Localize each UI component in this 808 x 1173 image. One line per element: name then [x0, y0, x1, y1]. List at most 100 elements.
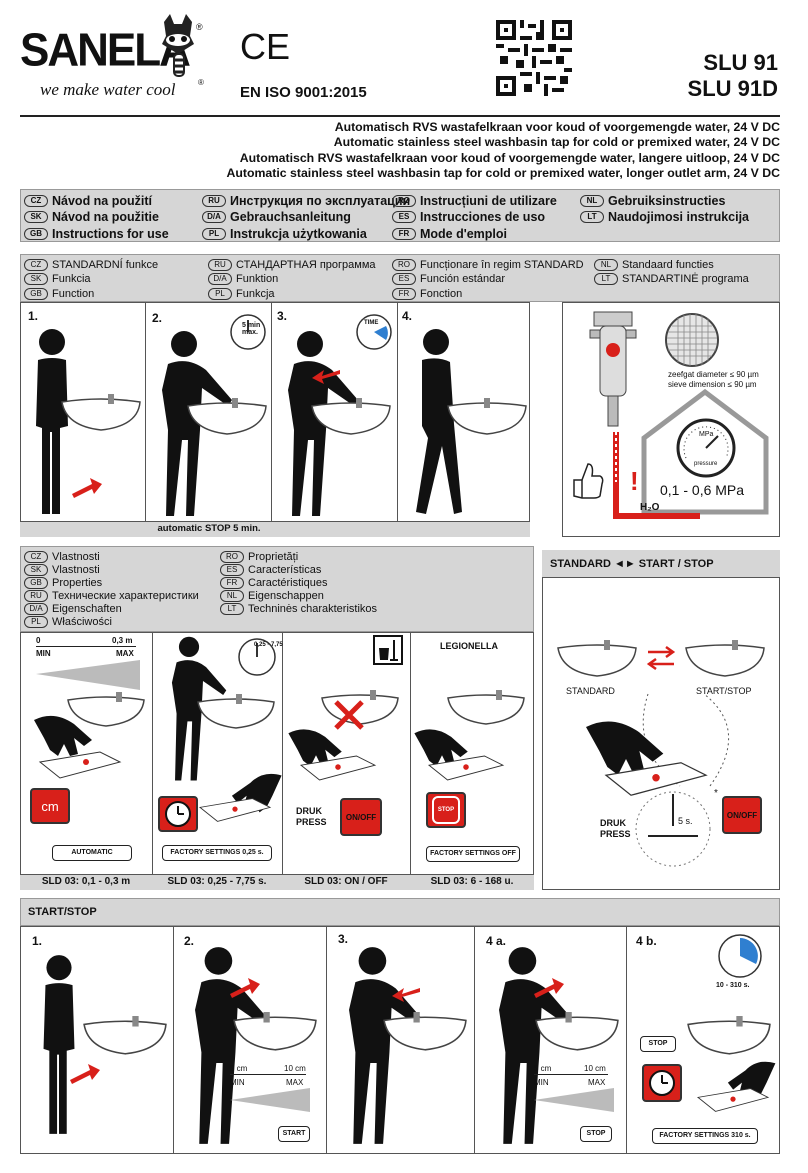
clock-icon	[649, 1070, 675, 1096]
timer-5min-label: 5 min max.	[242, 322, 261, 336]
properties-header-bar	[20, 546, 534, 632]
stop-button[interactable]: STOP	[426, 792, 466, 828]
language-text: Fonction	[420, 287, 463, 300]
factory-settings-025-button[interactable]: FACTORY SETTINGS 0,25 s.	[162, 845, 272, 861]
language-code-badge: NL	[220, 589, 244, 602]
language-code-badge: RO	[392, 258, 416, 271]
language-code-badge: RU	[202, 194, 226, 207]
remote-control-icon	[198, 798, 272, 822]
remote-control-icon	[696, 1088, 770, 1112]
filter-valve-icon	[589, 311, 637, 427]
language-code-badge: GB	[24, 576, 48, 589]
warning-mark: !	[630, 466, 639, 496]
range-max-value: 0,3 m	[112, 636, 133, 645]
sieve-label-nl: zeefgat diameter ≤ 90 µm	[668, 370, 759, 379]
language-text: Vlastnosti	[52, 550, 100, 563]
language-text: Návod na použitie	[52, 210, 159, 224]
properties-divider	[282, 632, 283, 874]
function-header-bar	[20, 254, 780, 302]
language-code-badge: SK	[24, 563, 48, 576]
range-min-value: 0	[36, 636, 41, 645]
factory-settings-310-button[interactable]: FACTORY SETTINGS 310 s.	[652, 1128, 758, 1144]
gauge-unit: MPa	[699, 431, 714, 438]
remote-control-icon	[299, 755, 377, 781]
ce-mark: CE	[240, 26, 291, 67]
washbasin-icon	[233, 1012, 317, 1051]
sensor-beam-icon	[230, 1088, 310, 1112]
language-text: Właściwości	[52, 615, 112, 628]
start-button[interactable]: START	[278, 1126, 310, 1142]
mode-star: *	[714, 788, 718, 799]
startstop-title: START/STOP	[28, 906, 97, 918]
washbasin-icon	[311, 398, 391, 435]
water-pipe-icon	[613, 432, 700, 519]
automatic-setting-button[interactable]: AUTOMATIC	[52, 845, 132, 861]
cm-button[interactable]: cm	[30, 788, 70, 824]
language-code-badge: PL	[208, 287, 232, 300]
prop-list-item: PL Właściwości	[24, 615, 112, 628]
press-label: PRESS	[296, 817, 327, 827]
pressure-range: 0,1 - 0,6 MPa	[660, 482, 745, 498]
washbasin-icon	[447, 690, 525, 725]
factory-settings-off-button[interactable]: FACTORY SETTINGS OFF	[426, 846, 520, 862]
properties-caption-2: SLD 03: 0,25 - 7,75 s.	[167, 876, 267, 887]
language-code-badge: RO	[392, 194, 416, 207]
startstop-step-3: 3.	[338, 932, 349, 946]
prop-list-item: RU Технические характеристики	[24, 589, 199, 602]
mode-press-label: PRESS	[600, 829, 631, 839]
language-text: Технические характеристики	[52, 589, 199, 602]
language-text: Standaard functies	[622, 258, 714, 271]
language-text: Instrucciones de uso	[420, 210, 546, 224]
hand-pressing-icon	[231, 773, 282, 813]
language-text: Proprietăți	[248, 550, 299, 563]
pressure-gauge-icon	[676, 418, 736, 478]
language-code-badge: D/A	[202, 211, 226, 223]
mode-header-bar	[542, 550, 780, 578]
language-code-badge: NL	[594, 258, 618, 271]
instr-list-item: RO Instrucțiuni de utilizare	[392, 193, 557, 208]
mode-druk-label: DRUK	[600, 818, 626, 828]
washbasin-icon	[687, 1016, 771, 1055]
description-3: Automatisch RVS wastafelkraan voor koud …	[239, 150, 780, 165]
language-code-badge: RU	[24, 589, 48, 602]
clock-button[interactable]	[642, 1064, 682, 1102]
raccoon-logo-icon	[162, 14, 194, 77]
product-descriptions: Automatisch RVS wastafelkraan voor koud …	[226, 120, 780, 181]
timer-icon	[238, 638, 276, 676]
stop-button[interactable]: STOP	[580, 1126, 612, 1142]
language-text: Características	[248, 563, 322, 576]
startstop-divider	[173, 926, 174, 1154]
description-2: Automatic stainless steel washbasin tap …	[333, 135, 780, 150]
mode-on-off-button[interactable]: ON/OFF	[722, 796, 762, 834]
stop-label-button[interactable]: STOP	[640, 1036, 676, 1052]
language-code-badge: D/A	[24, 602, 48, 615]
on-off-button[interactable]: ON/OFF	[340, 798, 382, 836]
function-step-3-number: 3.	[277, 309, 288, 323]
function-caption: automatic STOP 5 min.	[157, 523, 261, 534]
cleaning-bucket-icon	[373, 635, 403, 665]
function-step-2-number: 2.	[152, 311, 163, 325]
washbasin-icon	[67, 692, 145, 727]
mode-seconds: 5 s.	[678, 816, 693, 826]
startstop-step-1: 1.	[32, 934, 43, 948]
mode-standard-label: STANDARD	[566, 686, 615, 696]
clock-button[interactable]	[158, 796, 198, 832]
language-code-badge: PL	[24, 615, 48, 628]
language-code-badge: ES	[220, 563, 244, 576]
language-text: Funcționare în regim STANDARD	[420, 258, 584, 271]
startstop-divider	[326, 926, 327, 1154]
language-code-badge: ES	[392, 211, 416, 223]
person-standing-icon	[36, 329, 68, 514]
mode-title: STANDARD ◄► START / STOP	[550, 558, 714, 570]
language-text: Instrucțiuni de utilizare	[420, 193, 557, 208]
washbasin-icon	[321, 690, 399, 725]
